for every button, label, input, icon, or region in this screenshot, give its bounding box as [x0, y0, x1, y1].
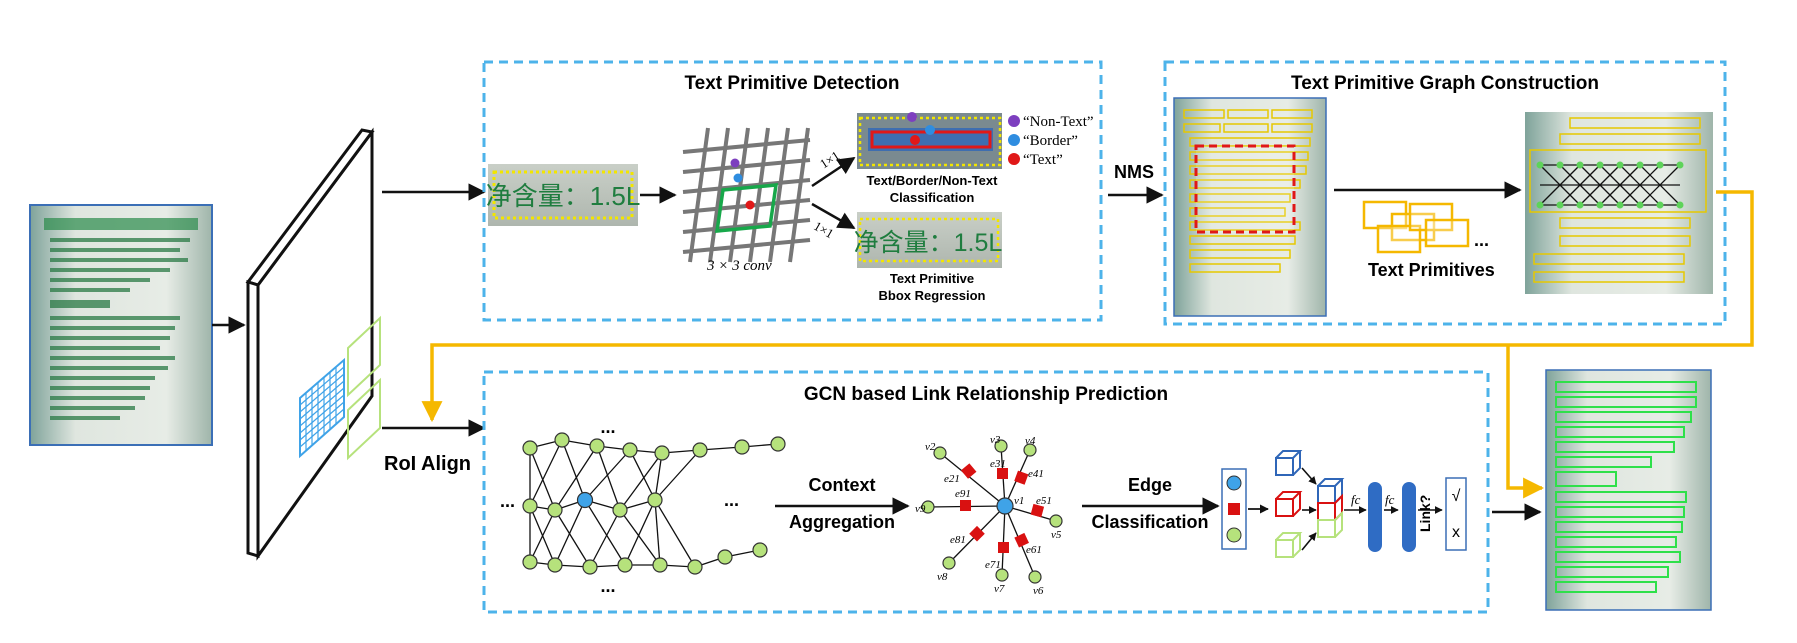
- roi-grid: [299, 357, 345, 459]
- regression-crop: 净含量：1.5L: [854, 212, 1003, 268]
- legend-border-dot: [1008, 134, 1020, 146]
- edge-label-e71: e71: [985, 559, 1001, 571]
- regression-label-2: Bbox Regression: [879, 288, 986, 303]
- link-yes: √: [1452, 488, 1461, 505]
- arrow-to-classification: [811, 156, 856, 188]
- node-label-v3: v3: [990, 434, 1001, 446]
- gcn-panel-title: GCN based Link Relationship Prediction: [804, 384, 1168, 405]
- legend-non-text-dot: [1008, 115, 1020, 127]
- node-label-v6: v6: [1033, 585, 1044, 597]
- feedback-flow-arrow: [421, 190, 1754, 423]
- edge-label-1: Edge: [1128, 475, 1172, 495]
- star-graph-labels: v2 v3 v4 e21 e31 e41 e91 v1 e51 v9 v5 e8…: [915, 434, 1062, 597]
- classification-label-2: Classification: [890, 190, 975, 205]
- edge-label-e41: e41: [1028, 468, 1044, 480]
- node-label-v4: v4: [1025, 435, 1036, 447]
- conv-label: 3 × 3 conv: [706, 258, 772, 274]
- star-graph: [921, 439, 1063, 584]
- primitives-image: [1173, 97, 1327, 317]
- node-label-v7: v7: [994, 583, 1005, 595]
- edge-label-e31: e31: [990, 458, 1006, 470]
- crop-capacity-text: 净含量：1.5L: [486, 181, 641, 211]
- node-label-v2: v2: [925, 441, 936, 453]
- node-label-v5: v5: [1051, 529, 1062, 541]
- context-label-2: Aggregation: [789, 512, 895, 532]
- fc-layer-2: [1402, 482, 1416, 552]
- primitives-dots: ...: [1474, 230, 1489, 250]
- node-label-v8: v8: [937, 571, 948, 583]
- output-flow-arrow: [1506, 345, 1545, 499]
- node-label-v9: v9: [915, 503, 926, 515]
- edge-label-e81: e81: [950, 534, 966, 546]
- classification-crop: [857, 112, 1002, 169]
- graph-dots-top: ...: [600, 417, 615, 437]
- edge-label-e61: e61: [1026, 544, 1042, 556]
- non-text-dot: [730, 158, 740, 168]
- input-image: [29, 204, 213, 446]
- link-no: x: [1452, 524, 1460, 541]
- graph-dots-right: ...: [724, 490, 739, 510]
- graph-dots-left: ...: [500, 491, 515, 511]
- classification-label-1: Text/Border/Non-Text: [867, 173, 999, 188]
- fc-label-1: fc: [1351, 492, 1361, 507]
- conv-grid: [682, 127, 811, 263]
- legend-text: “Text”: [1023, 152, 1063, 168]
- detection-panel: [482, 60, 1103, 322]
- arrow-to-regression: [811, 202, 856, 230]
- link-label: Link?: [1417, 495, 1433, 532]
- detection-panel-title: Text Primitive Detection: [684, 73, 899, 94]
- backbone-feature-map: [245, 127, 381, 561]
- legend-text-dot: [1008, 153, 1020, 165]
- node-label-v1: v1: [1014, 495, 1024, 507]
- cube-stack: [1275, 450, 1345, 558]
- edge-label-2: Classification: [1091, 512, 1208, 532]
- link-output-box: √ x: [1445, 477, 1467, 551]
- edge-label-e51: e51: [1036, 495, 1052, 507]
- graph-panel-title: Text Primitive Graph Construction: [1291, 73, 1599, 94]
- regression-label-1: Text Primitive: [890, 271, 974, 286]
- edge-label-e21: e21: [944, 473, 960, 485]
- text-dot: [745, 200, 755, 210]
- one-by-one-label-bottom: 1×1: [811, 218, 836, 241]
- capacity-crop: 净含量：1.5L: [486, 164, 641, 226]
- legend-border: “Border”: [1023, 133, 1078, 149]
- text-primitives-label: Text Primitives: [1368, 260, 1495, 280]
- gcn-panel: [482, 370, 1490, 614]
- context-label-1: Context: [809, 475, 876, 495]
- edge-label-e91: e91: [955, 488, 971, 500]
- output-image: [1545, 369, 1712, 611]
- conv-kernel-box: [714, 183, 779, 233]
- legend-non-text: “Non-Text”: [1023, 114, 1094, 130]
- fc-label-2: fc: [1385, 492, 1395, 507]
- border-dot: [733, 173, 743, 183]
- edge-feature-vector: [1221, 468, 1247, 550]
- graph-image: [1525, 112, 1713, 294]
- fc-layer-1: [1368, 482, 1382, 552]
- regression-capacity-text: 净含量：1.5L: [854, 229, 1003, 257]
- roi-align-label: RoI Align: [384, 453, 471, 475]
- cube-arrows: [1301, 467, 1443, 551]
- text-primitives-icon: [1362, 200, 1470, 254]
- graph-dots-bottom: ...: [600, 576, 615, 596]
- nms-label: NMS: [1114, 162, 1154, 182]
- gcn-graph: [522, 432, 786, 575]
